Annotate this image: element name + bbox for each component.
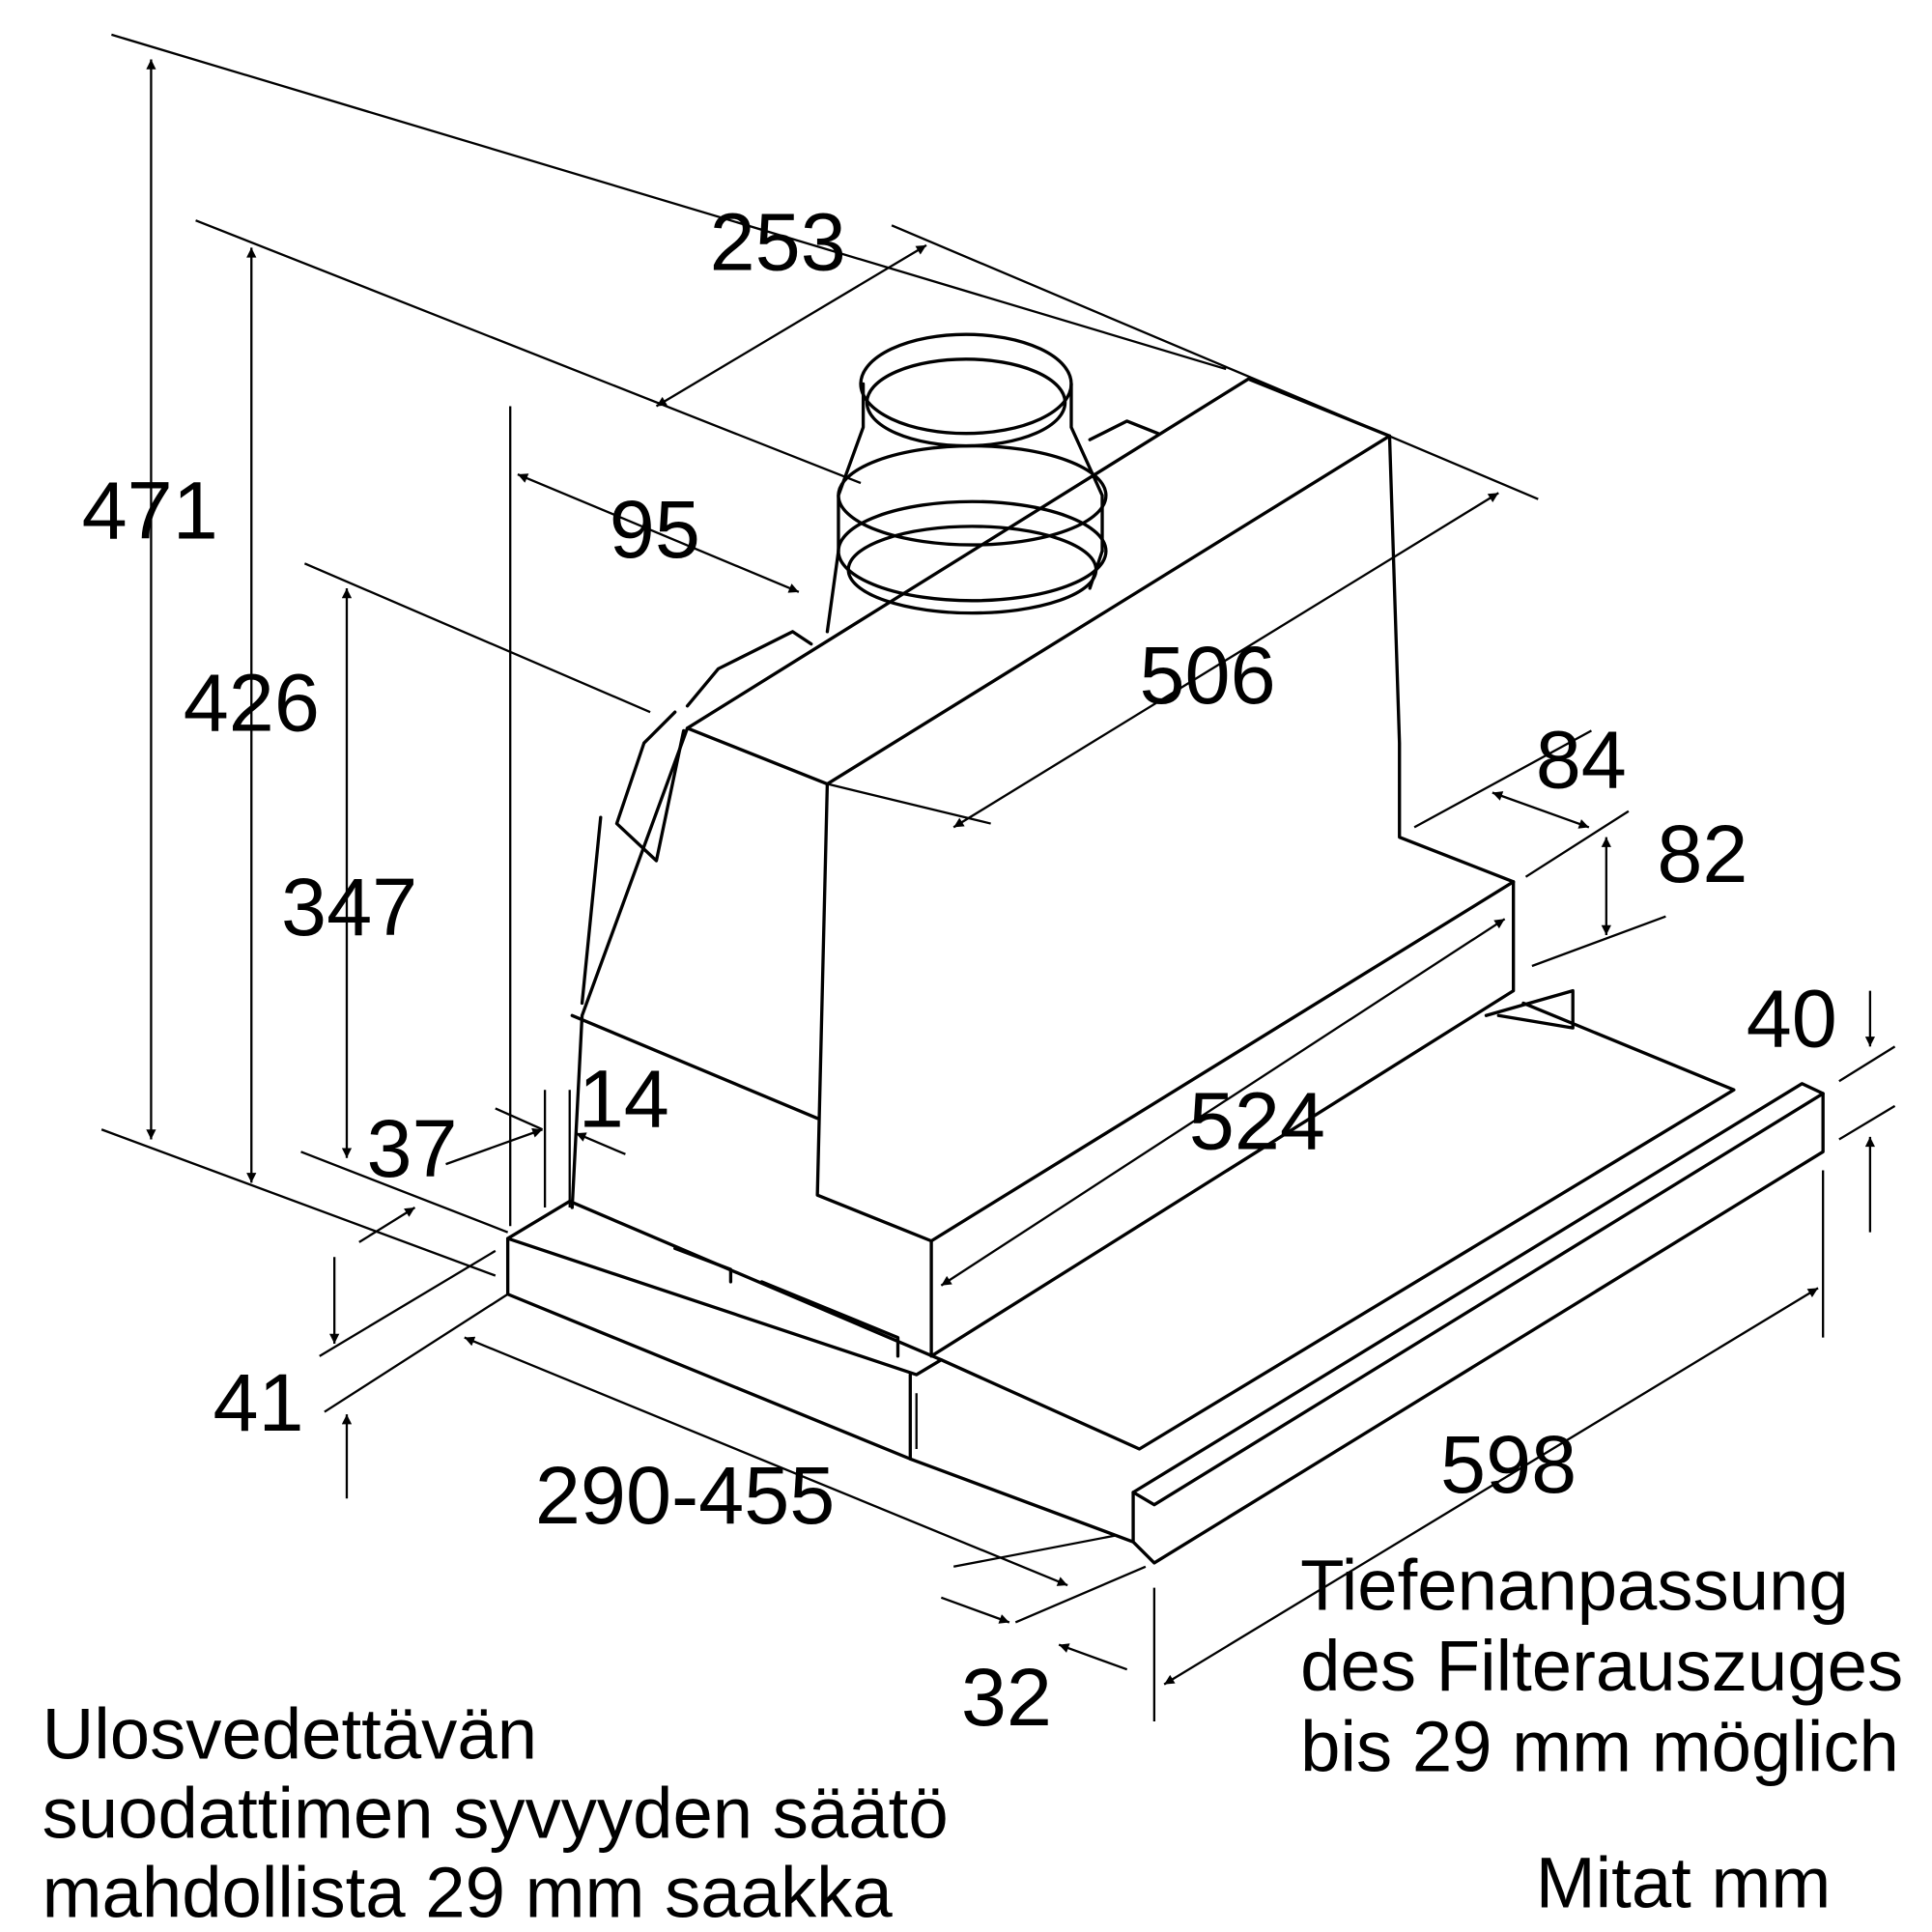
exhaust-duct	[825, 332, 1108, 634]
note-de-line-3: bis 29 mm möglich	[1300, 1706, 1899, 1786]
dim-84: 84	[1536, 713, 1627, 805]
dim-40: 40	[1747, 972, 1837, 1064]
mounting-bracket	[685, 419, 1160, 708]
dim-37: 37	[366, 1102, 457, 1194]
note-fi-line-3: mahdollista 29 mm saakka	[43, 1853, 894, 1932]
dim-290-455: 290-455	[535, 1449, 836, 1541]
hood-outline	[505, 377, 1825, 1565]
dim-253: 253	[710, 195, 846, 287]
note-fi-line-2: suodattimen syvyyden säätö	[43, 1774, 949, 1854]
dim-524: 524	[1189, 1075, 1325, 1167]
dim-41: 41	[213, 1356, 304, 1448]
units-label: Mitat mm	[1536, 1842, 1832, 1922]
mounting-clip	[580, 710, 686, 1006]
dim-82: 82	[1657, 808, 1747, 899]
note-de-line-2: des Filterauszuges	[1300, 1626, 1903, 1706]
dim-506: 506	[1139, 629, 1275, 721]
dim-471: 471	[82, 465, 218, 556]
dim-32: 32	[961, 1651, 1052, 1743]
note-fi-line-1: Ulosvedettävän	[43, 1694, 537, 1775]
dim-14: 14	[579, 1053, 669, 1145]
dimension-arrows	[146, 59, 1876, 1686]
dim-95: 95	[610, 483, 700, 575]
dim-347: 347	[281, 861, 417, 952]
dim-598: 598	[1440, 1418, 1577, 1510]
dim-426: 426	[184, 656, 320, 748]
note-de-line-1: Tiefenanpassung	[1300, 1546, 1849, 1626]
